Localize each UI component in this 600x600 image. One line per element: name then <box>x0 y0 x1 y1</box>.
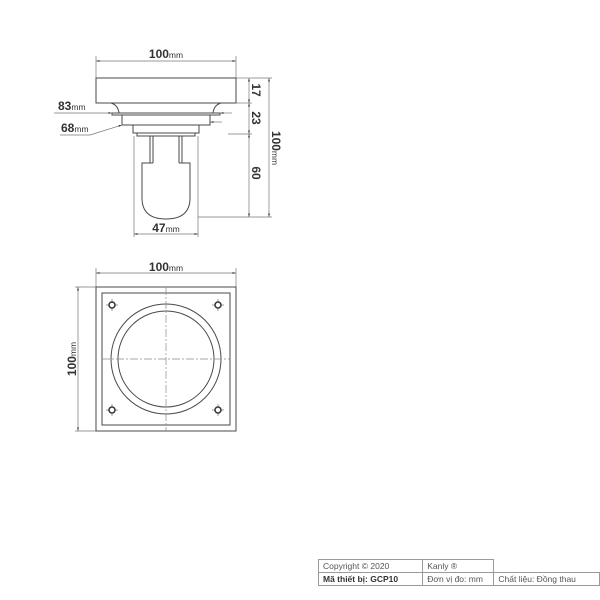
copyright-cell: Copyright © 2020 <box>317 559 424 573</box>
side-width-label: 100mm <box>149 47 183 61</box>
top-view: 100mm 100mm <box>65 260 237 432</box>
screw-top-left <box>106 299 118 311</box>
body-diameter-dimension: 68mm <box>60 120 222 136</box>
trap-bell <box>141 162 191 220</box>
grate-flange <box>95 77 237 104</box>
screw-top-right <box>212 299 224 311</box>
total-height-dimension: 100mm <box>252 77 283 218</box>
side-view: 100mm 47mm 83mm <box>54 47 283 237</box>
segment-60-label: 60 <box>249 166 263 180</box>
top-height-dimension: 100mm <box>65 286 96 432</box>
empty-cell <box>493 559 600 573</box>
screw-bottom-right <box>212 404 224 416</box>
brand-cell: Kanly ® <box>422 559 495 573</box>
trap-width-dimension: 47mm <box>133 136 199 237</box>
body-diameter-label: 68mm <box>61 121 89 135</box>
info-row-1: Copyright © 2020 Kanly ® <box>317 559 600 573</box>
unit-cell: Đơn vị đo: mm <box>422 572 495 586</box>
info-row-2: Mã thiết bị: GCP10 Đơn vị đo: mm Chất li… <box>317 572 600 586</box>
top-height-label: 100mm <box>65 342 79 376</box>
collar <box>132 124 200 134</box>
body-68 <box>121 114 211 126</box>
height-segments-dimension: 17 23 60 <box>198 77 263 218</box>
segment-23-label: 23 <box>249 111 263 125</box>
total-height-label: 100mm <box>269 131 283 165</box>
side-width-dimension: 100mm <box>95 47 237 78</box>
screw-bottom-left <box>106 404 118 416</box>
top-width-label: 100mm <box>149 260 183 274</box>
info-table: Copyright © 2020 Kanly ® Mã thiết bị: GC… <box>317 559 600 586</box>
model-cell: Mã thiết bị: GCP10 <box>317 572 424 586</box>
top-width-dimension: 100mm <box>95 260 237 287</box>
segment-17-label: 17 <box>249 83 263 97</box>
material-cell: Chất liệu: Đồng thau <box>493 572 600 586</box>
flange-diameter-label: 83mm <box>58 99 86 113</box>
flange-neck <box>110 102 222 114</box>
collar-lip <box>136 132 196 137</box>
trap-width-label: 47mm <box>152 221 180 235</box>
flange-diameter-dimension: 83mm <box>54 99 232 115</box>
